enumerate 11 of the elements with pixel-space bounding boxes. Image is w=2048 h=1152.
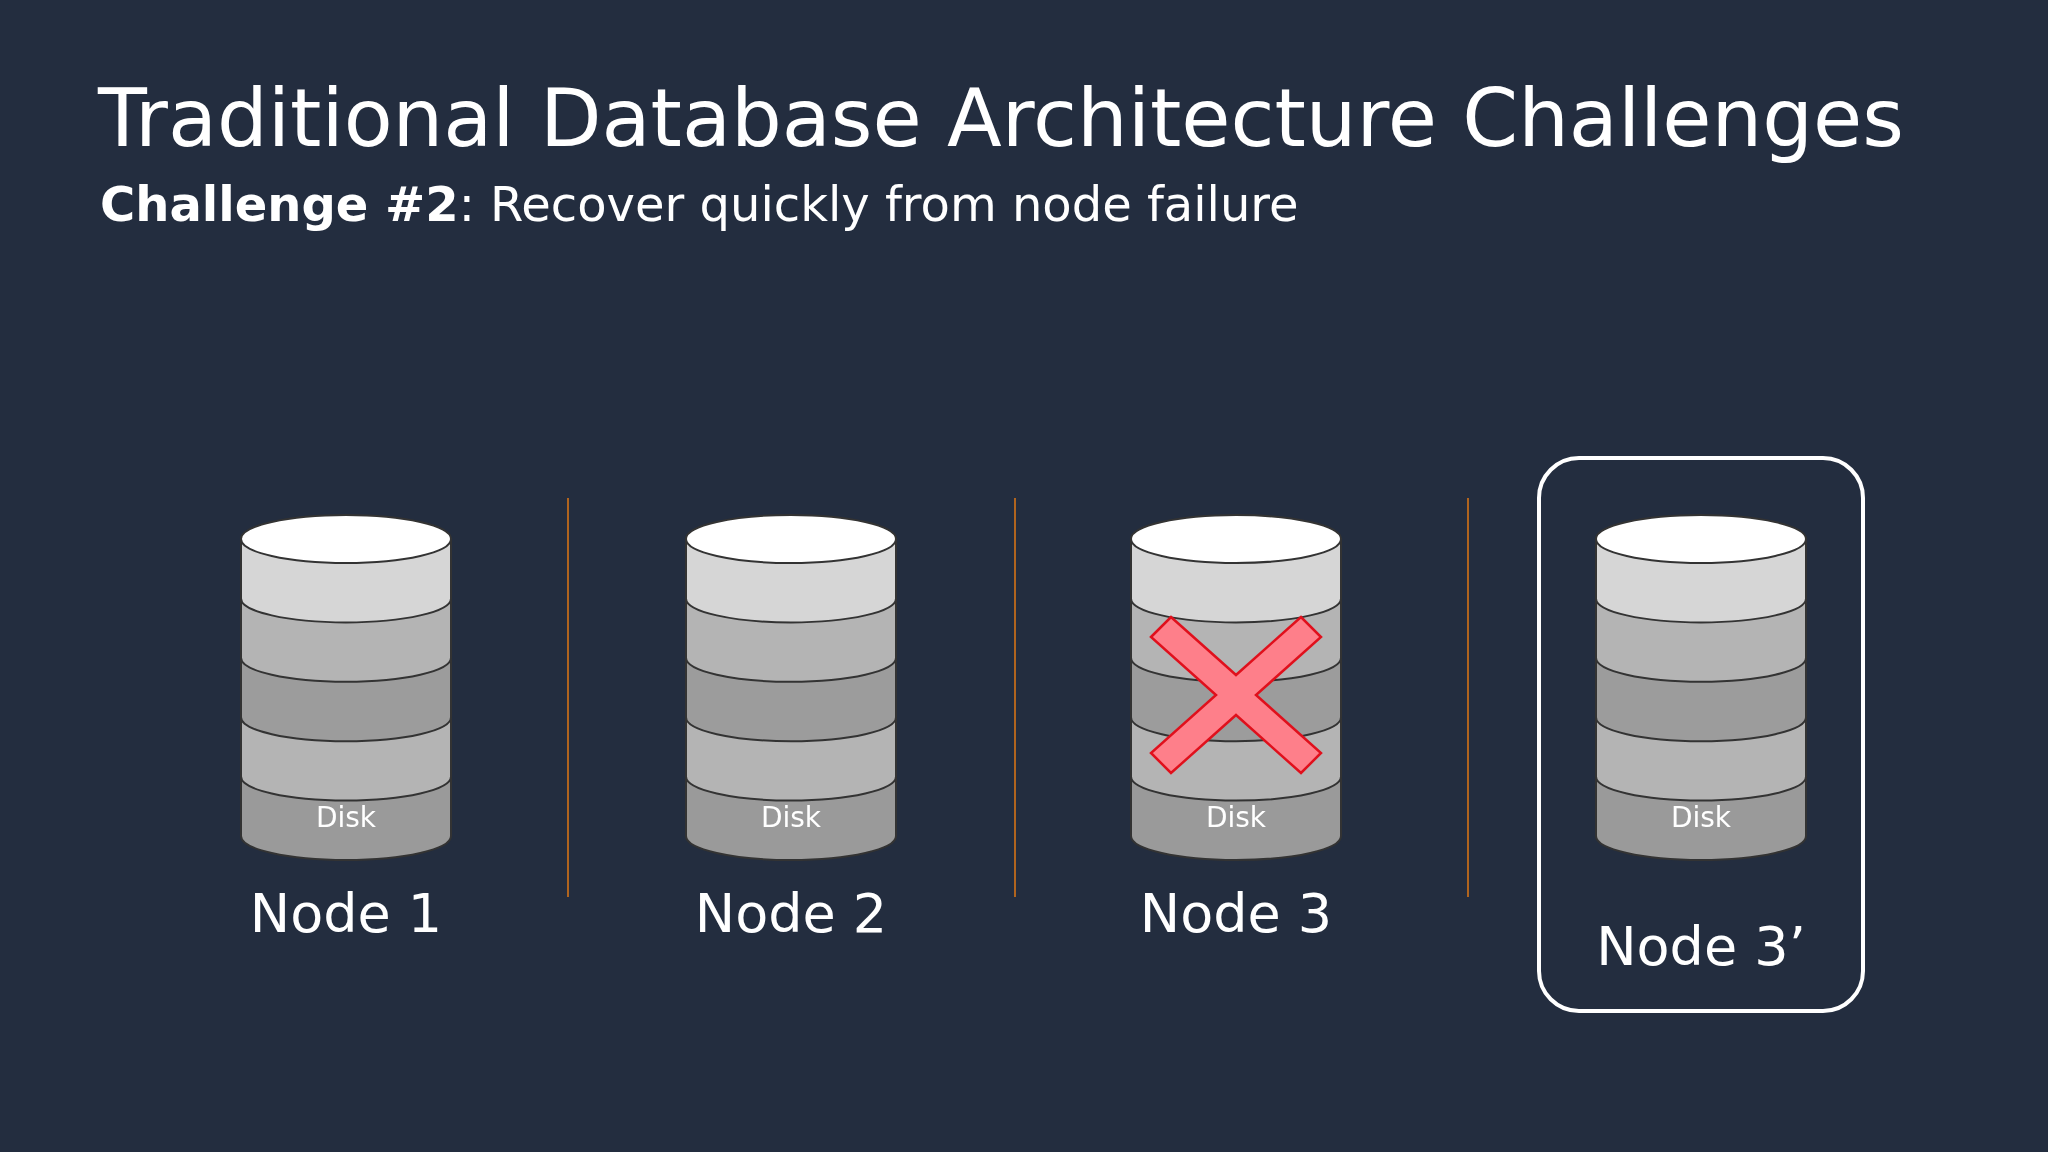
node-label: Node 2 <box>693 882 889 945</box>
node-label: Node 3’ <box>1595 915 1807 978</box>
slide-title: Traditional Database Architecture Challenges <box>98 72 1904 165</box>
disk-label: Disk <box>314 801 378 834</box>
disk-label: Disk <box>759 801 823 834</box>
node-label: Node 3 <box>1138 882 1334 945</box>
node-label: Node 1 <box>248 882 444 945</box>
subtitle: Challenge #2: Recover quickly from node failure <box>100 176 1299 232</box>
disk-label: Disk <box>1204 801 1268 834</box>
highlight-frame <box>1537 456 1865 1013</box>
disk-label: Disk <box>1669 801 1733 834</box>
